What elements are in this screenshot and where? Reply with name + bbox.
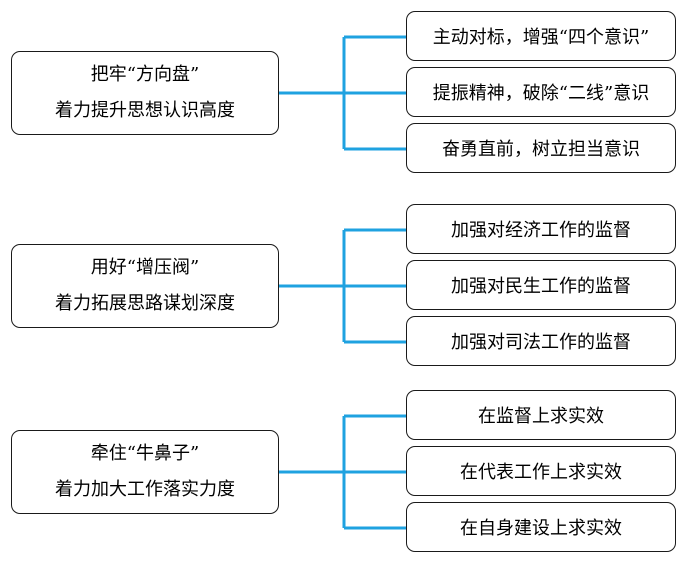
group-3-title: 牵住“牛鼻子” xyxy=(90,443,200,464)
group-3-item-3-label: 在自身建设上求实效 xyxy=(460,518,622,539)
group-2-item-2-label: 加强对民生工作的监督 xyxy=(451,276,631,297)
group-2-item-1: 加强对经济工作的监督 xyxy=(406,204,676,254)
group-1-item-1-label: 主动对标，增强“四个意识” xyxy=(432,27,650,48)
group-3-main-box: 牵住“牛鼻子” 着力加大工作落实力度 xyxy=(11,430,279,514)
group-1-main-box: 把牢“方向盘” 着力提升思想认识高度 xyxy=(11,51,279,135)
group-3-item-2: 在代表工作上求实效 xyxy=(406,446,676,496)
group-1-item-3: 奋勇直前，树立担当意识 xyxy=(406,123,676,173)
group-3-subtitle: 着力加大工作落实力度 xyxy=(55,479,235,500)
group-2-item-2: 加强对民生工作的监督 xyxy=(406,260,676,310)
group-2-item-1-label: 加强对经济工作的监督 xyxy=(451,220,631,241)
connector-group-2 xyxy=(279,228,406,344)
group-2-item-3: 加强对司法工作的监督 xyxy=(406,316,676,366)
group-2-main-box: 用好“增压阀” 着力拓展思路谋划深度 xyxy=(11,244,279,328)
group-1-item-2-label: 提振精神，破除“二线”意识 xyxy=(432,83,650,104)
group-3-item-1-label: 在监督上求实效 xyxy=(478,406,604,427)
group-2-item-3-label: 加强对司法工作的监督 xyxy=(451,332,631,353)
group-3-item-1: 在监督上求实效 xyxy=(406,390,676,440)
group-1-item-1: 主动对标，增强“四个意识” xyxy=(406,11,676,61)
group-1-item-3-label: 奋勇直前，树立担当意识 xyxy=(442,139,640,160)
group-3-item-2-label: 在代表工作上求实效 xyxy=(460,462,622,483)
group-2-title: 用好“增压阀” xyxy=(90,257,200,278)
group-1-subtitle: 着力提升思想认识高度 xyxy=(55,100,235,121)
group-2-subtitle: 着力拓展思路谋划深度 xyxy=(55,293,235,314)
connector-group-3 xyxy=(279,414,406,530)
group-1-item-2: 提振精神，破除“二线”意识 xyxy=(406,67,676,117)
group-3-item-3: 在自身建设上求实效 xyxy=(406,502,676,552)
connector-group-1 xyxy=(279,35,406,151)
group-1-title: 把牢“方向盘” xyxy=(90,64,200,85)
